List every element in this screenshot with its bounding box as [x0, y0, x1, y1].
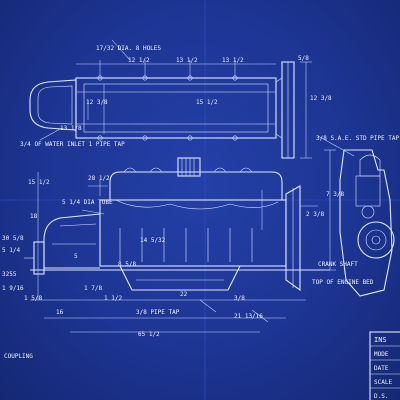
label-left-30: 30 5/8	[2, 235, 24, 242]
label-dia-tube: 5 1/4 DIA TUBE	[62, 199, 113, 206]
title-block	[369, 331, 400, 400]
title-ins: INS	[374, 336, 387, 344]
label-dim-18: 18	[30, 213, 38, 220]
label-dim-22: 22	[180, 291, 188, 298]
label-top-of-engine-bed: TOP OF ENGINE BED	[312, 279, 374, 286]
label-right-dim: 12 3/8	[310, 95, 332, 102]
label-dim-1-6: 1 5/8	[24, 295, 42, 302]
label-left-3255: 3255	[2, 271, 17, 278]
label-dim-1-8: 1 7/8	[84, 285, 102, 292]
title-scale: SCALE	[374, 379, 392, 386]
oil-pan	[119, 265, 241, 291]
label-dim-28: 28 1/2	[88, 175, 110, 182]
label-dim-3-8: 3/8	[234, 295, 245, 302]
label-dim-8: 8 5/8	[118, 261, 136, 268]
engine-block-top	[75, 77, 277, 139]
label-top-dim-2: 13 1/2	[176, 57, 198, 64]
engine-front-outline	[339, 149, 393, 297]
label-sae-tap: 3/8 S.A.E. STD PIPE TAP	[316, 135, 399, 142]
mounting-holes	[97, 75, 238, 141]
front-view	[317, 135, 395, 297]
label-dim-5: 5	[74, 253, 78, 260]
label-water-inlet: 3/4 OF WATER INLET 1 PIPE TAP	[20, 141, 125, 148]
front-cover-outline	[29, 79, 77, 131]
label-top-dim-1: 12 1/2	[128, 57, 150, 64]
cylinder-head	[109, 171, 283, 201]
label-dim-1-2: 1 1/2	[104, 295, 122, 302]
label-dim-16: 16	[56, 309, 64, 316]
label-left-dim: 12 3/8	[86, 99, 108, 106]
label-pipe-tap: 3/8 PIPE TAP	[136, 309, 180, 316]
carburetor	[177, 157, 201, 177]
label-top-dim-3: 13 1/2	[222, 57, 244, 64]
label-left-dim-2: 13 1/8	[60, 125, 82, 132]
bell-housing	[285, 185, 301, 292]
label-coupling: COUPLING	[4, 353, 33, 360]
label-dim-7: 7 3/8	[326, 191, 344, 198]
label-left-514: 5 1/4	[2, 247, 20, 254]
engine-block-side	[99, 199, 287, 267]
label-dim-23: 2 3/8	[306, 211, 324, 218]
top-view	[29, 39, 312, 159]
front-pulley	[33, 241, 45, 275]
label-mid-dim: 15 1/2	[196, 99, 218, 106]
label-dim-14: 14 5/32	[140, 237, 166, 244]
label-dim-65: 65 1/2	[138, 331, 160, 338]
timing-cover	[43, 213, 101, 269]
front-flywheel	[357, 221, 395, 259]
title-date: DATE	[374, 365, 389, 372]
label-dim-21: 21 13/16	[234, 313, 263, 320]
title-ds: D.S.	[374, 393, 388, 400]
title-model: MODE	[374, 351, 389, 358]
side-view	[24, 157, 330, 333]
label-top-right-dim: 5/8	[298, 55, 309, 62]
label-holes: 17/32 DIA. 8 HOLES	[96, 45, 161, 52]
label-dim-15: 15 1/2	[28, 179, 50, 186]
label-crankshaft: CRANK SHAFT	[318, 261, 358, 268]
label-left-dim: 1 9/16	[2, 285, 24, 292]
